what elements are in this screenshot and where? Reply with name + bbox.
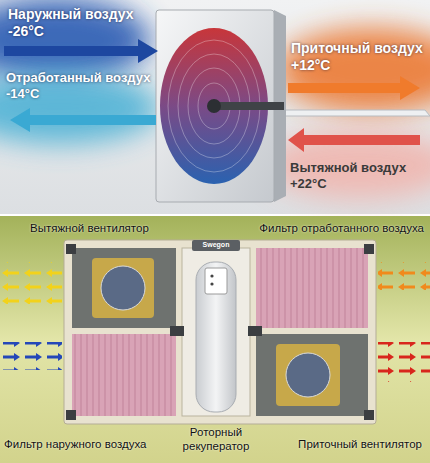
component-label: Фильтр наружного воздуха [4, 438, 146, 452]
outdoor-air-arrow [4, 39, 158, 63]
fan-impeller [286, 353, 330, 397]
component-label: Вытяжной вентилятор [30, 222, 149, 236]
fan-motor [276, 344, 340, 406]
air-stream-label: Наружный воздух -26°C [8, 6, 137, 40]
air-stream-label: Приточный воздух +12°C [291, 40, 426, 74]
brand-plate [192, 240, 240, 251]
cold-air-fog [0, 0, 150, 82]
filter-panel [72, 334, 176, 416]
airflow-arrows [378, 262, 430, 290]
panel-background [0, 216, 430, 463]
fan-compartment [72, 248, 176, 328]
air-stream-label: Вытяжной воздух +22°C [290, 160, 410, 191]
clamp [364, 244, 374, 254]
clamp [66, 410, 76, 420]
unit-housing [64, 240, 376, 424]
supply-air-fog [277, 28, 430, 112]
filter-panel [256, 248, 368, 328]
air-stream-label: Отработанный воздух -14°C [6, 70, 154, 101]
component-label: Приточный вентилятор [298, 438, 422, 452]
partition-plate [266, 110, 430, 116]
indicator [210, 274, 213, 277]
extract-air-arrow [288, 128, 420, 152]
control-panel [205, 268, 227, 294]
rotor-section [182, 248, 250, 416]
airflow-arrows [378, 342, 430, 382]
fan-compartment [256, 334, 368, 416]
airflow-arrows [0, 262, 62, 304]
fan-motor [92, 258, 154, 318]
clamp [170, 326, 184, 336]
airflow-arrows [0, 342, 62, 370]
fan-impeller [101, 266, 145, 310]
component-label: Фильтр отработанного воздуха [259, 222, 424, 236]
exhaust-air-arrow [10, 108, 156, 132]
supply-air-arrow [288, 76, 420, 100]
brand-logo: Swegon [192, 241, 240, 250]
clamp [364, 410, 374, 420]
indicator [210, 282, 213, 285]
clamp [248, 326, 262, 336]
wheel-axle [214, 102, 284, 110]
rotor-drum [196, 262, 236, 412]
wheel-hub [207, 99, 221, 113]
clamp [66, 244, 76, 254]
component-label: Роторный рекуператор [171, 426, 261, 454]
